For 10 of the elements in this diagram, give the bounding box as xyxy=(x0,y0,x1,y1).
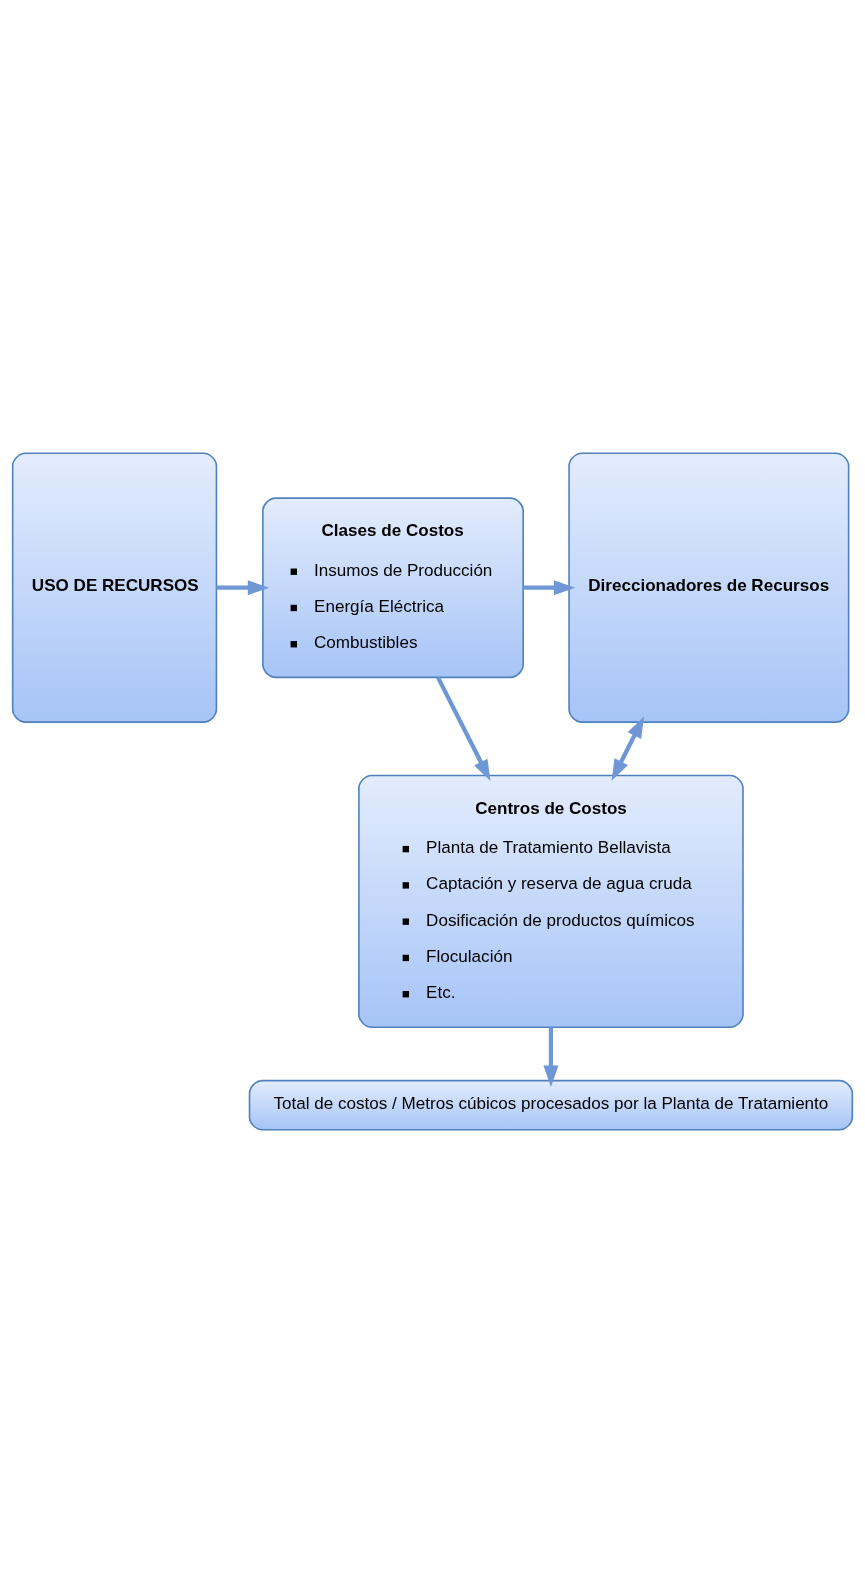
node-box: Direccionadores de Recursos xyxy=(568,451,850,723)
arrow xyxy=(523,579,576,595)
arrow xyxy=(611,716,645,781)
node-box: Centros de Costos Planta de Tratamiento Bellavista Captación y reserva de agua cruda Dosificación de productos químicos Floculación Etc. xyxy=(358,774,744,1028)
arrow xyxy=(436,676,491,781)
node-box: Total de costos / Metros cúbicos procesados por la Planta de Tratamiento xyxy=(248,1079,854,1131)
node-box: Clases de Costos Insumos de Producción Energía Eléctrica Combustibles xyxy=(262,496,524,678)
node-box: USO DE RECURSOS xyxy=(11,451,218,723)
arrow xyxy=(543,1026,559,1087)
arrow xyxy=(216,579,270,595)
